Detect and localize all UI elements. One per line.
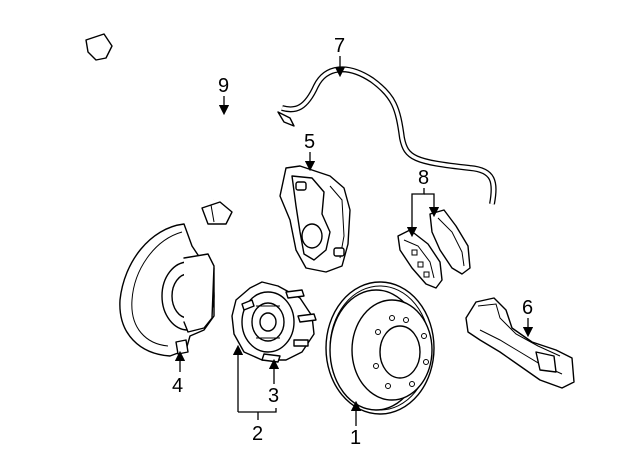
abs-sensor-wire xyxy=(85,33,248,225)
rotor-stud-holes xyxy=(373,315,429,389)
callout-9: 9 xyxy=(218,75,229,97)
splash-shield xyxy=(119,223,215,357)
callout-1: 1 xyxy=(350,427,361,449)
callout-3: 3 xyxy=(268,385,279,407)
brake-line xyxy=(277,66,497,205)
hub-bearing xyxy=(231,281,317,363)
brake-caliper xyxy=(279,165,351,273)
brake-rotor xyxy=(325,281,435,415)
callout-8: 8 xyxy=(418,167,429,189)
leader-lines xyxy=(174,56,534,426)
brake-pads xyxy=(397,209,471,289)
callout-2: 2 xyxy=(252,423,263,445)
leader-2 xyxy=(232,344,277,420)
callout-7: 7 xyxy=(334,35,345,57)
callout-6: 6 xyxy=(522,297,533,319)
callout-4: 4 xyxy=(172,375,183,397)
caliper-bracket xyxy=(465,297,575,389)
callout-5: 5 xyxy=(304,131,315,153)
leader-8 xyxy=(406,188,440,238)
callout-labels: 9 7 5 8 6 4 3 2 1 xyxy=(172,35,533,449)
